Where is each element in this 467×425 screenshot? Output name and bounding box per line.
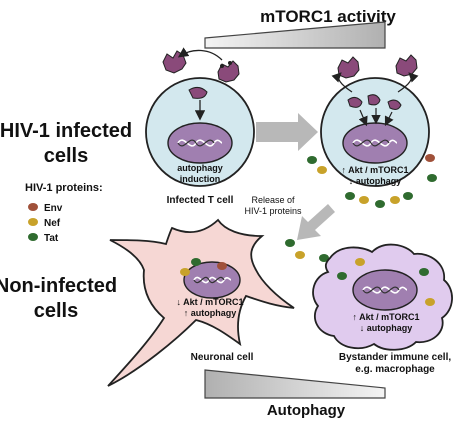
nef-protein (390, 196, 400, 204)
nef-protein (295, 251, 305, 259)
viral-protein-icon (347, 96, 363, 108)
macrophage-caption-line2: e.g. macrophage (355, 364, 435, 375)
viral-protein-icon (367, 94, 381, 106)
tat-protein (285, 239, 295, 247)
release-arrow (397, 72, 419, 93)
legend-nef-label: Nef (44, 218, 61, 229)
infected-cell-nucleus (167, 122, 233, 164)
infected-late-nucleus (342, 122, 408, 164)
legend-env-label: Env (44, 203, 63, 214)
tat-protein (403, 192, 413, 200)
env-legend-swatch (28, 203, 38, 211)
neuron-text-line2: ↑ autophagy (184, 308, 237, 318)
legend-tat-label: Tat (44, 233, 59, 244)
macrophage-cell: ↑ Akt / mTORC1 ↓ autophagy (312, 243, 453, 351)
release-arrow (331, 72, 353, 93)
infected-cell-caption: Infected T cell (167, 195, 234, 206)
viral-protein-icon (387, 99, 402, 110)
tat-legend-swatch (28, 233, 38, 241)
macrophage-nucleus (352, 269, 418, 311)
budding-arrow (177, 47, 223, 61)
tat-protein (319, 254, 329, 262)
virion-icon (337, 56, 360, 79)
autophagy-gradient-wedge (204, 369, 386, 399)
macrophage-text-line1: ↑ Akt / mTORC1 (352, 312, 419, 322)
legend-title: HIV-1 proteins: (25, 182, 103, 194)
progression-arrow (256, 113, 318, 151)
infected-cell-text-line2: induction (180, 174, 221, 184)
infected-t-cell: autophagy induction (145, 77, 255, 187)
hiv-infected-label-line1: HIV-1 infected (0, 120, 132, 142)
infected-cell-late: ↑ Akt / mTORC1 ↓ autophagy (320, 77, 430, 187)
release-text-line2: HIV-1 proteins (244, 206, 302, 216)
nef-legend-swatch (28, 218, 38, 226)
mtorc1-gradient-wedge (204, 21, 386, 49)
viral-protein-icon (188, 86, 208, 99)
infected-late-text-line2: ↓ autophagy (349, 176, 402, 186)
env-protein (425, 154, 435, 162)
nef-protein (317, 166, 327, 174)
release-direction-arrow (297, 204, 335, 240)
release-text-line1: Release of (251, 195, 295, 205)
neuron-nucleus (183, 261, 241, 299)
tat-protein (307, 156, 317, 164)
hiv-infected-label-line2: cells (44, 145, 88, 167)
budding-virion-icon (217, 60, 240, 83)
autophagy-label: Autophagy (267, 402, 346, 419)
infected-late-text-line1: ↑ Akt / mTORC1 (341, 165, 408, 175)
tat-protein (375, 200, 385, 208)
macrophage-text-line2: ↓ autophagy (360, 323, 413, 333)
neuronal-cell: ↓ Akt / mTORC1 ↑ autophagy (107, 218, 295, 387)
virion-icon (395, 54, 418, 77)
tat-protein (345, 192, 355, 200)
neuron-text-line1: ↓ Akt / mTORC1 (176, 297, 243, 307)
infected-cell-text-line1: autophagy (177, 163, 223, 173)
non-infected-label-line2: cells (34, 300, 78, 322)
macrophage-caption-line1: Bystander immune cell, (339, 352, 451, 363)
mtorc1-activity-label: mTORC1 activity (260, 7, 396, 26)
nef-protein (359, 196, 369, 204)
non-infected-label-line1: Non-infected (0, 275, 117, 297)
neuron-caption: Neuronal cell (191, 352, 254, 363)
tat-protein (427, 174, 437, 182)
